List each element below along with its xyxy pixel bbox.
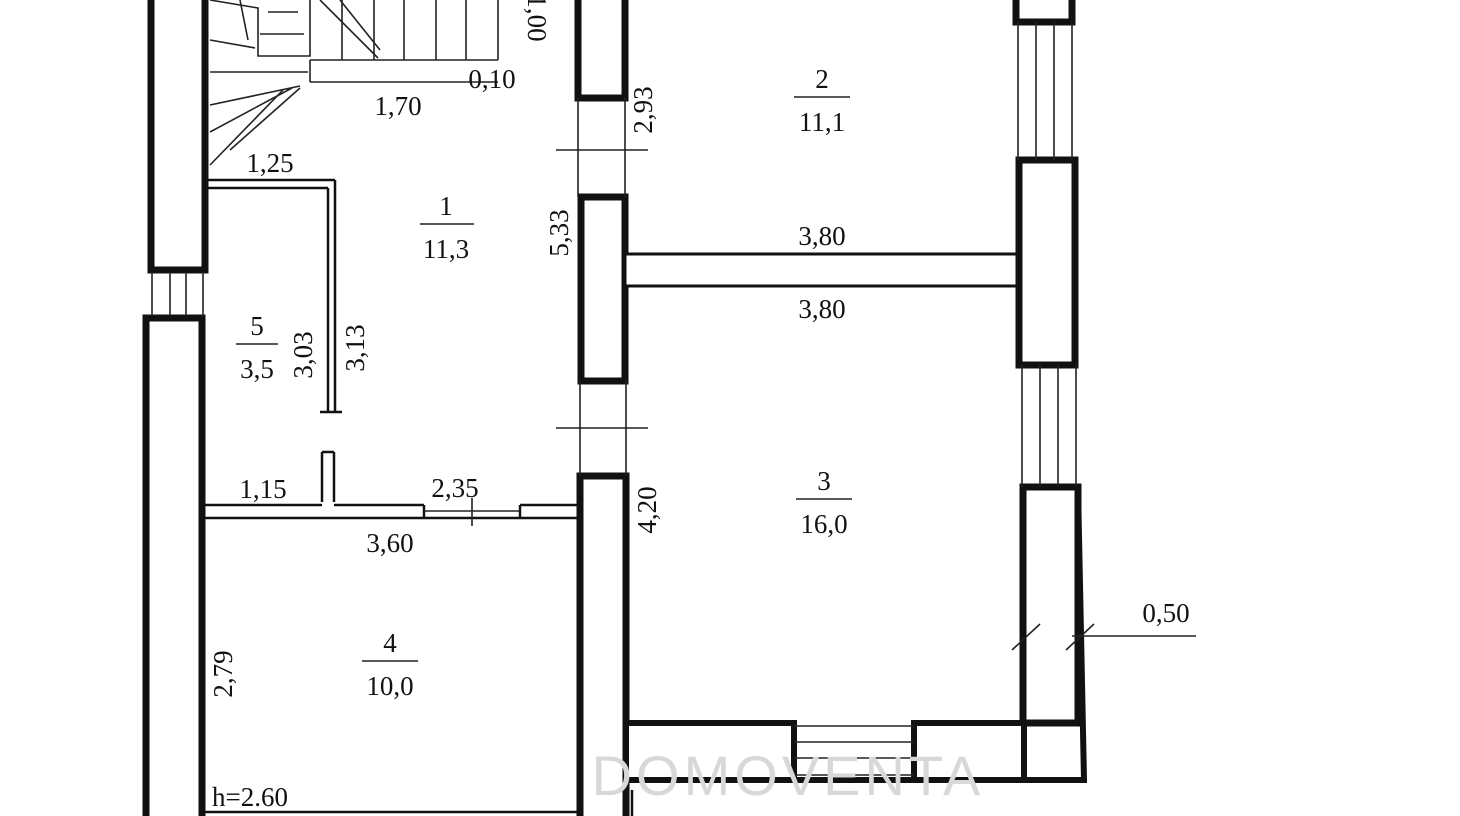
watermark: DOMOVENTA — [592, 744, 985, 807]
staircase — [209, 0, 499, 166]
dimension-2-93: 2,93 — [628, 86, 658, 133]
right-exterior-wall — [628, 0, 1088, 783]
room-number: 3 — [817, 466, 831, 496]
room-area: 11,1 — [799, 107, 845, 137]
left-exterior-wall — [142, 0, 209, 816]
dimension-1-15: 1,15 — [239, 474, 286, 504]
dimension-3-80-bottom: 3,80 — [798, 294, 845, 324]
room-number: 5 — [250, 311, 264, 341]
room-area: 10,0 — [366, 671, 413, 701]
right-window-lower — [1021, 365, 1077, 487]
dimension-2-79: 2,79 — [208, 650, 238, 697]
room-number: 2 — [815, 64, 829, 94]
dimension-3-03: 3,03 — [288, 331, 318, 378]
partition-room-2-3 — [623, 252, 1023, 288]
central-wall — [556, 0, 648, 816]
room-number: 1 — [439, 191, 453, 221]
dimension-3-13: 3,13 — [340, 324, 370, 371]
dimension-3-80-top: 3,80 — [798, 221, 845, 251]
dimension-2-35: 2,35 — [431, 473, 478, 503]
room-area: 11,3 — [423, 234, 469, 264]
dimension-1-25: 1,25 — [246, 148, 293, 178]
dimension-0-50: 0,50 — [1142, 598, 1189, 628]
room-label-2: 2 11,1 — [794, 64, 850, 137]
dimension-0-10: 0,10 — [468, 64, 515, 94]
dimension-1-70: 1,70 — [374, 91, 421, 121]
partition-room-5 — [208, 178, 342, 502]
bottom-wall-room-3 — [623, 720, 1027, 816]
room-area: 3,5 — [240, 354, 274, 384]
room-area: 16,0 — [800, 509, 847, 539]
ceiling-height-label: h=2.60 — [212, 782, 288, 812]
right-window-upper — [1017, 22, 1073, 160]
partition-room-4 — [205, 498, 578, 526]
wall-thickness-marker — [1011, 623, 1196, 651]
left-window — [151, 272, 204, 316]
dimension-4-20: 4,20 — [632, 486, 662, 533]
room-number: 4 — [383, 628, 397, 658]
room-label-1: 1 11,3 — [420, 191, 474, 264]
dimension-1-00: 1,00 — [522, 0, 552, 42]
room-label-3: 3 16,0 — [796, 466, 852, 539]
dimension-5-33: 5,33 — [544, 209, 574, 256]
room-label-5: 5 3,5 — [236, 311, 278, 384]
room-label-4: 4 10,0 — [362, 628, 418, 701]
dimension-3-60: 3,60 — [366, 528, 413, 558]
